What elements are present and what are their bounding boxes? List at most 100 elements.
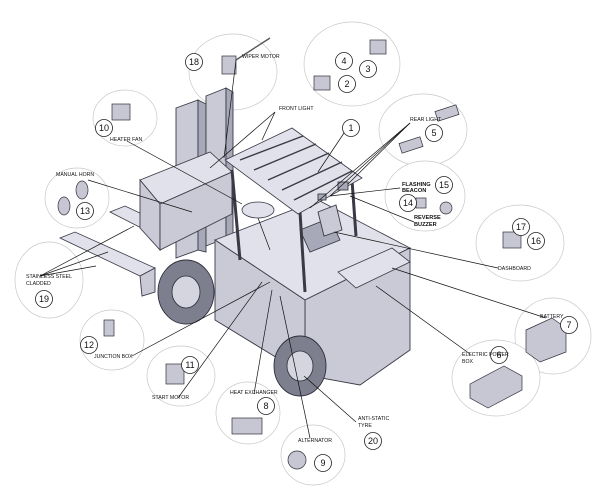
front-light-part-a bbox=[313, 75, 331, 91]
buzzer-part bbox=[439, 201, 453, 215]
beacon-part bbox=[415, 197, 427, 209]
callout-1: 1 bbox=[342, 119, 360, 137]
svg-text:16: 16 bbox=[531, 236, 541, 246]
callout-14: 14 bbox=[399, 194, 417, 212]
fork-left-heel bbox=[139, 267, 156, 297]
label-dashboard: DASHBOARD bbox=[498, 266, 531, 272]
callout-4: 4 bbox=[335, 52, 353, 70]
callout-2: 2 bbox=[338, 75, 356, 93]
svg-text:4: 4 bbox=[341, 56, 346, 66]
leader-lines bbox=[39, 59, 547, 439]
label-battery: BATTERY bbox=[540, 314, 564, 320]
svg-text:2: 2 bbox=[344, 79, 349, 89]
label-manual-horn: MANUAL HORN bbox=[56, 172, 94, 178]
svg-text:STAINLESS STEEL: STAINLESS STEEL bbox=[26, 274, 72, 280]
callout-20: 20 bbox=[364, 432, 382, 450]
svg-text:5: 5 bbox=[431, 128, 436, 138]
guard-post-fr bbox=[298, 211, 307, 293]
svg-text:20: 20 bbox=[368, 436, 378, 446]
callout-12: 12 bbox=[80, 336, 98, 354]
dashboard-part bbox=[502, 231, 522, 249]
label-rear-light: REAR LIGHT bbox=[410, 117, 442, 123]
svg-text:REVERSE: REVERSE bbox=[414, 215, 441, 221]
inset-junction-box bbox=[79, 309, 145, 371]
callout-6: 6 bbox=[490, 346, 508, 364]
callout-bubbles: 1 2 3 4 5 6 7 8 9 10 11 12 13 14 15 16 1… bbox=[35, 52, 578, 472]
rear-light-part-a bbox=[398, 136, 424, 154]
rear-left-hub bbox=[286, 350, 314, 382]
heat-exchanger-part bbox=[231, 417, 263, 435]
part-labels: WIPER MOTOR FRONT LIGHT REAR LIGHT HEATE… bbox=[26, 54, 564, 444]
inset-parts bbox=[57, 37, 567, 470]
battery-part bbox=[525, 317, 567, 363]
svg-text:BOX: BOX bbox=[462, 359, 473, 365]
heater-fan-part bbox=[111, 103, 131, 121]
engine-cover bbox=[337, 247, 411, 289]
svg-text:ANTI-STATIC: ANTI-STATIC bbox=[358, 416, 389, 422]
label-anti-static-tyre: ANTI-STATIC TYRE bbox=[358, 416, 389, 429]
svg-text:9: 9 bbox=[320, 458, 325, 468]
steering-wheel bbox=[241, 201, 275, 219]
svg-text:12: 12 bbox=[84, 340, 94, 350]
svg-text:14: 14 bbox=[403, 198, 413, 208]
label-reverse-buzzer: REVERSE BUZZER bbox=[414, 215, 441, 228]
inset-stainless bbox=[14, 241, 84, 319]
callout-11: 11 bbox=[181, 356, 199, 374]
label-heat-exchanger: HEAT EXCHANGER bbox=[230, 390, 278, 396]
svg-text:10: 10 bbox=[99, 123, 109, 133]
rear-light-part-b bbox=[434, 104, 460, 122]
guard-slats bbox=[239, 135, 353, 201]
callout-3: 3 bbox=[359, 60, 377, 78]
start-motor-part bbox=[165, 363, 185, 385]
svg-text:ELECTRIC POWER: ELECTRIC POWER bbox=[462, 352, 509, 358]
alternator-part bbox=[287, 450, 307, 470]
label-stainless: STAINLESS STEEL CLADDED bbox=[26, 274, 72, 287]
overhead-guard bbox=[224, 127, 363, 215]
svg-text:6: 6 bbox=[496, 350, 501, 360]
svg-text:1: 1 bbox=[348, 123, 353, 133]
svg-text:18: 18 bbox=[189, 57, 199, 67]
label-front-light: FRONT LIGHT bbox=[279, 106, 314, 112]
seat-back bbox=[317, 204, 343, 237]
callout-9: 9 bbox=[314, 454, 332, 472]
carriage-front bbox=[159, 171, 233, 251]
label-start-motor: START MOTOR bbox=[152, 395, 189, 401]
svg-text:BEACON: BEACON bbox=[402, 188, 426, 194]
callout-13: 13 bbox=[76, 202, 94, 220]
callout-7: 7 bbox=[560, 316, 578, 334]
svg-text:13: 13 bbox=[80, 206, 90, 216]
inset-rear-light bbox=[378, 93, 468, 167]
callout-15: 15 bbox=[435, 176, 453, 194]
callout-10: 10 bbox=[95, 119, 113, 137]
label-junction-box: JUNCTION BOX bbox=[94, 354, 133, 360]
svg-text:7: 7 bbox=[566, 320, 571, 330]
svg-text:BUZZER: BUZZER bbox=[414, 222, 437, 228]
rear-light-body bbox=[337, 181, 349, 191]
svg-text:11: 11 bbox=[185, 360, 194, 370]
callout-19: 19 bbox=[35, 290, 53, 308]
svg-text:3: 3 bbox=[365, 64, 370, 74]
guard-post-fl bbox=[230, 169, 242, 261]
callout-18: 18 bbox=[185, 53, 203, 71]
power-box-part bbox=[469, 365, 523, 409]
junction-box-part bbox=[103, 319, 115, 337]
wiper-arm bbox=[235, 37, 271, 61]
svg-text:CLADDED: CLADDED bbox=[26, 281, 51, 287]
callout-16: 16 bbox=[527, 232, 545, 250]
steering-column bbox=[257, 217, 271, 251]
label-flashing-beacon: FLASHING BEACON bbox=[402, 182, 431, 194]
wiper-motor-part bbox=[221, 55, 237, 75]
label-heater-fan: HEATER FAN bbox=[110, 137, 142, 143]
callout-17: 17 bbox=[512, 218, 530, 236]
svg-text:15: 15 bbox=[439, 180, 449, 190]
label-wiper-motor: WIPER MOTOR bbox=[242, 54, 280, 60]
svg-text:TYRE: TYRE bbox=[358, 423, 372, 429]
guard-post-rr bbox=[350, 179, 358, 237]
horn-part-b bbox=[75, 180, 89, 200]
svg-text:FLASHING: FLASHING bbox=[402, 182, 431, 188]
callout-5: 5 bbox=[425, 124, 443, 142]
inset-alternator bbox=[280, 424, 346, 486]
svg-text:17: 17 bbox=[516, 222, 526, 232]
